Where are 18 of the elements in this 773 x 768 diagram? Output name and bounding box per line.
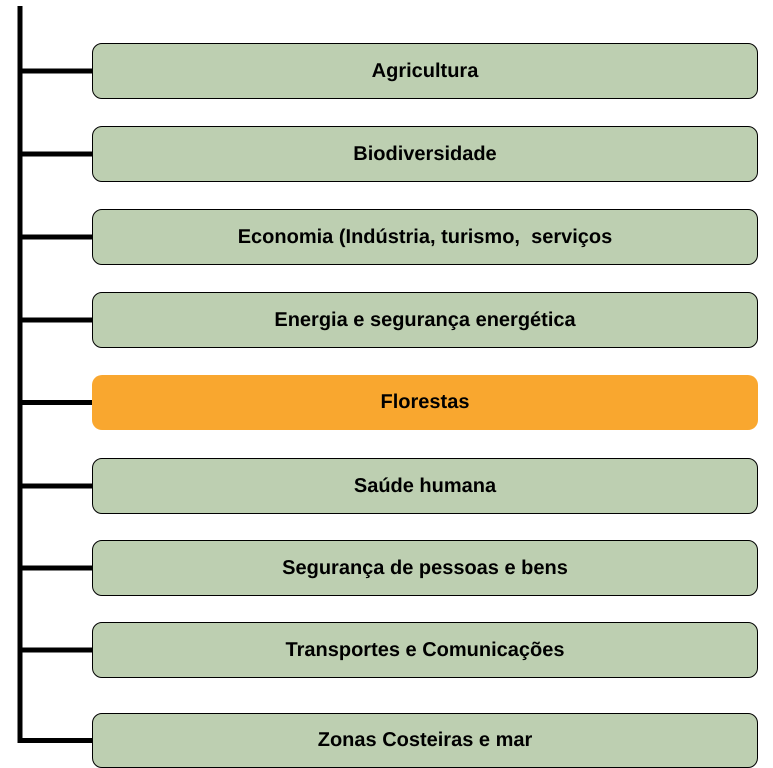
- topic-box: [92, 126, 758, 182]
- topic-label: Economia (Indústria, turismo, serviços: [238, 226, 612, 248]
- topic-label: Transportes e Comunicações: [286, 638, 564, 662]
- topic-label: Agricultura: [372, 60, 478, 82]
- topic-label: Florestas: [380, 391, 470, 414]
- topic-label: Segurança de pessoas e bens: [282, 556, 568, 580]
- topic-box: [92, 209, 758, 265]
- topic-box: [92, 458, 758, 514]
- topic-box: [92, 43, 758, 99]
- topic-label: Energia e segurança energética: [274, 308, 576, 332]
- topic-box: [92, 540, 758, 596]
- topic-box: [92, 713, 758, 768]
- topic-box: [92, 622, 758, 678]
- topic-label: Biodiversidade: [353, 142, 497, 166]
- topic-box: [92, 292, 758, 348]
- topic-label: Saúde humana: [354, 474, 496, 498]
- highlighted-topic-box: [92, 375, 758, 430]
- topic-label: Zonas Costeiras e mar: [318, 729, 532, 752]
